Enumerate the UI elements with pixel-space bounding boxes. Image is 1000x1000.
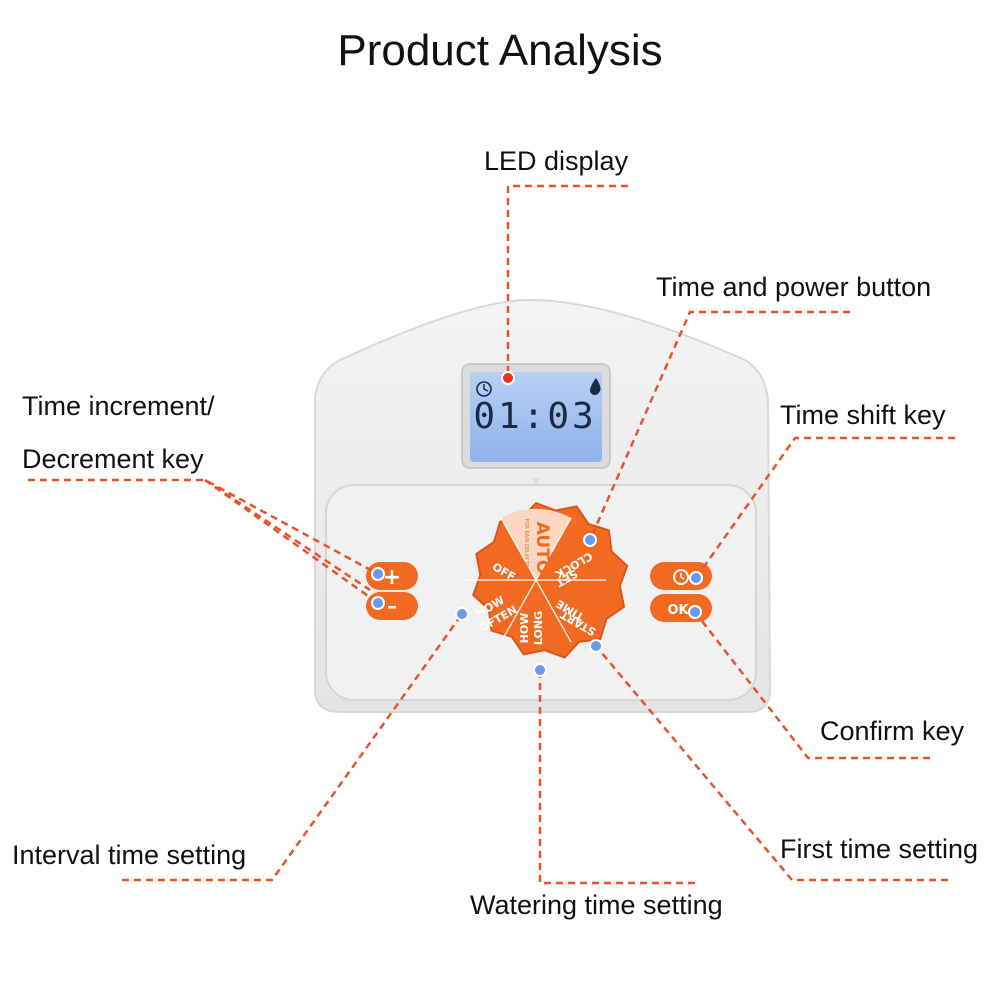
leader-first-time xyxy=(595,645,948,882)
dot-first-time xyxy=(589,639,603,653)
leader-lines xyxy=(28,184,955,885)
label-time-increment-line1: Time increment/ xyxy=(22,391,215,421)
clock-icon xyxy=(476,381,492,397)
dot-watering xyxy=(533,663,547,677)
leader-confirm xyxy=(694,611,930,760)
dot-increment xyxy=(371,567,385,581)
plus-key-label: + xyxy=(383,565,401,590)
page-title: Product Analysis xyxy=(337,26,663,75)
leader-time-shift xyxy=(694,436,955,579)
ok-key-label: OK xyxy=(667,603,689,618)
label-time-increment-line2: Decrement key xyxy=(22,444,204,474)
dial-auto-sub: FOR RAIN DELAY PRESS xyxy=(523,519,529,578)
label-time-power-button: Time and power button xyxy=(656,272,932,302)
label-first-time: First time setting xyxy=(780,834,979,864)
lcd-time: 01:03 xyxy=(473,396,596,437)
dial-how-long-1: HOW xyxy=(518,613,531,644)
device-pointer xyxy=(532,478,540,486)
lcd-screen xyxy=(470,372,602,462)
dot-led-display xyxy=(501,371,515,385)
dot-interval xyxy=(455,607,469,621)
dial-auto: AUTO xyxy=(532,522,552,575)
label-confirm-key: Confirm key xyxy=(820,716,965,746)
leader-increment-spread xyxy=(204,478,371,592)
leader-interval xyxy=(122,613,464,882)
label-led-display: LED display xyxy=(484,146,629,176)
leader-time-power xyxy=(588,310,850,541)
label-time-shift-key: Time shift key xyxy=(780,400,946,430)
dial-how-long-2: LONG xyxy=(532,611,545,645)
dot-decrement xyxy=(371,596,385,610)
dot-time-power xyxy=(583,533,597,547)
dot-confirm xyxy=(688,605,702,619)
leader-led-display xyxy=(506,184,628,376)
water-drop-icon xyxy=(590,378,601,395)
dot-time-shift xyxy=(689,571,703,585)
label-watering-time: Watering time setting xyxy=(470,890,723,920)
label-interval-time: Interval time setting xyxy=(12,840,247,870)
ok-key[interactable]: OK xyxy=(650,594,712,622)
dial-dividers xyxy=(466,517,606,643)
auto-sector xyxy=(501,508,571,580)
minus-key-label: – xyxy=(387,594,397,618)
alarm-clock-icon xyxy=(673,569,689,585)
callout-dots xyxy=(371,371,703,677)
leader-watering xyxy=(538,670,695,885)
